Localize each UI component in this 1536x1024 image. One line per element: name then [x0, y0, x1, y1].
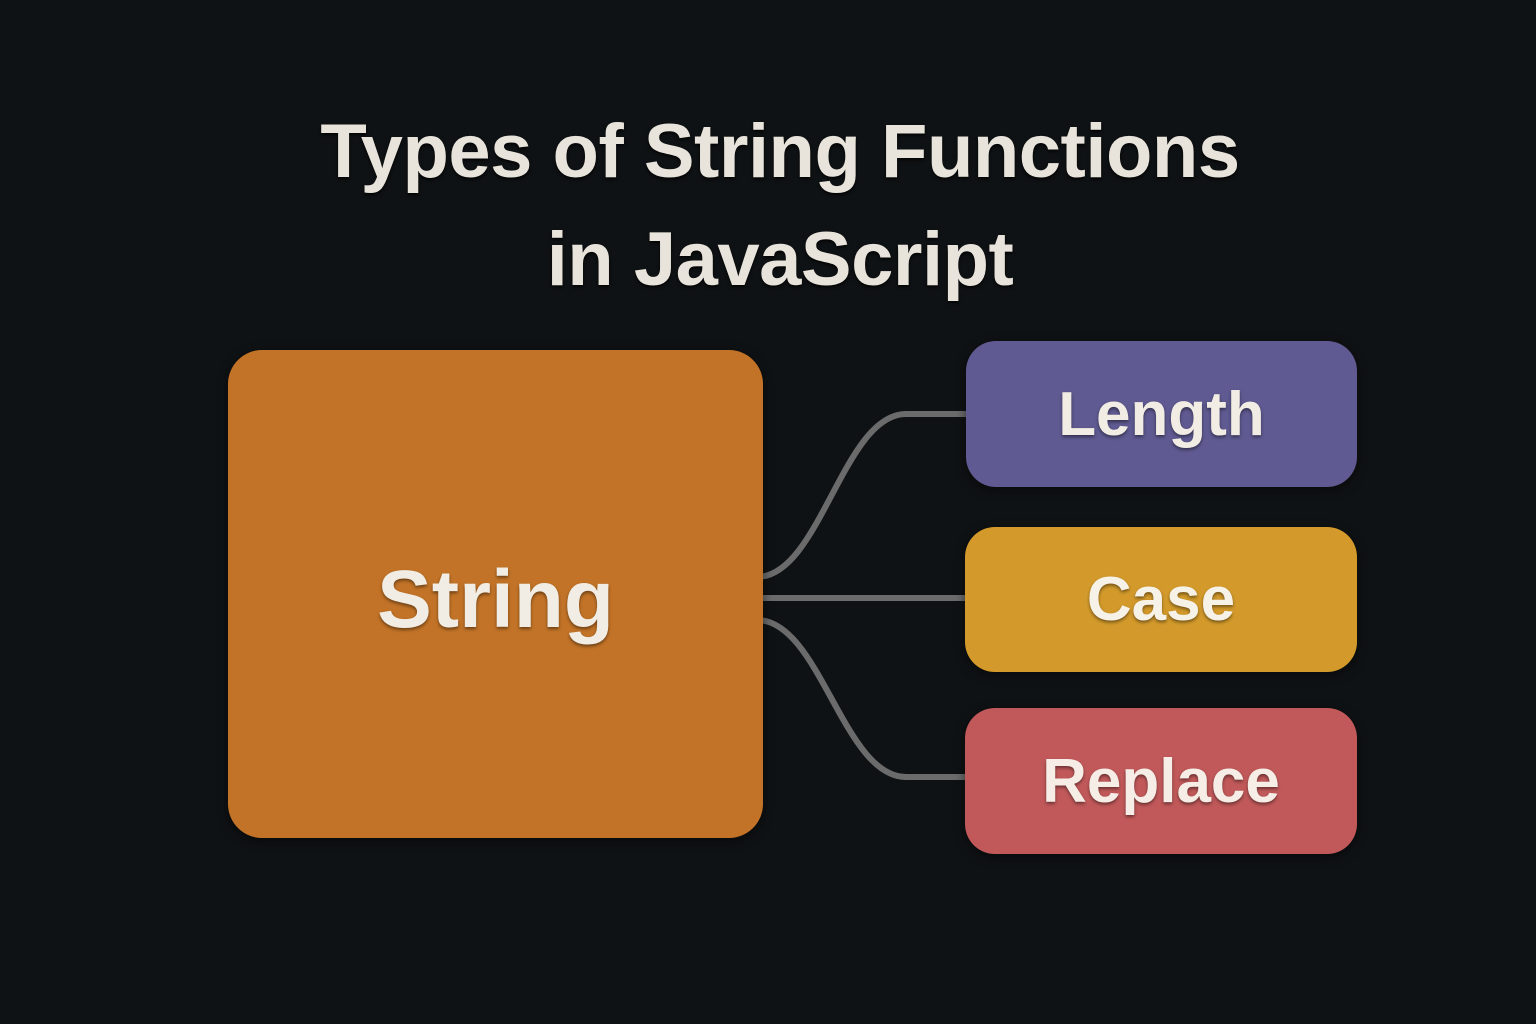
node-replace-label: Replace	[1042, 746, 1280, 816]
page-title-line-1: Types of String Functions	[320, 109, 1240, 194]
connector-string-to-length	[754, 411, 975, 580]
connector-string-to-replace	[754, 617, 975, 780]
node-case-label: Case	[1086, 565, 1236, 634]
node-length-label: Length	[1058, 379, 1265, 449]
node-replace[interactable]: Replace	[965, 708, 1357, 854]
node-length[interactable]: Length	[966, 341, 1357, 487]
node-string-label: String	[377, 554, 614, 645]
page-title-line-2: in JavaScript	[546, 217, 1014, 302]
page-title: Types of String Functions in JavaScript	[0, 98, 1536, 314]
node-case[interactable]: Case	[965, 527, 1357, 672]
node-string[interactable]: String	[228, 350, 763, 838]
